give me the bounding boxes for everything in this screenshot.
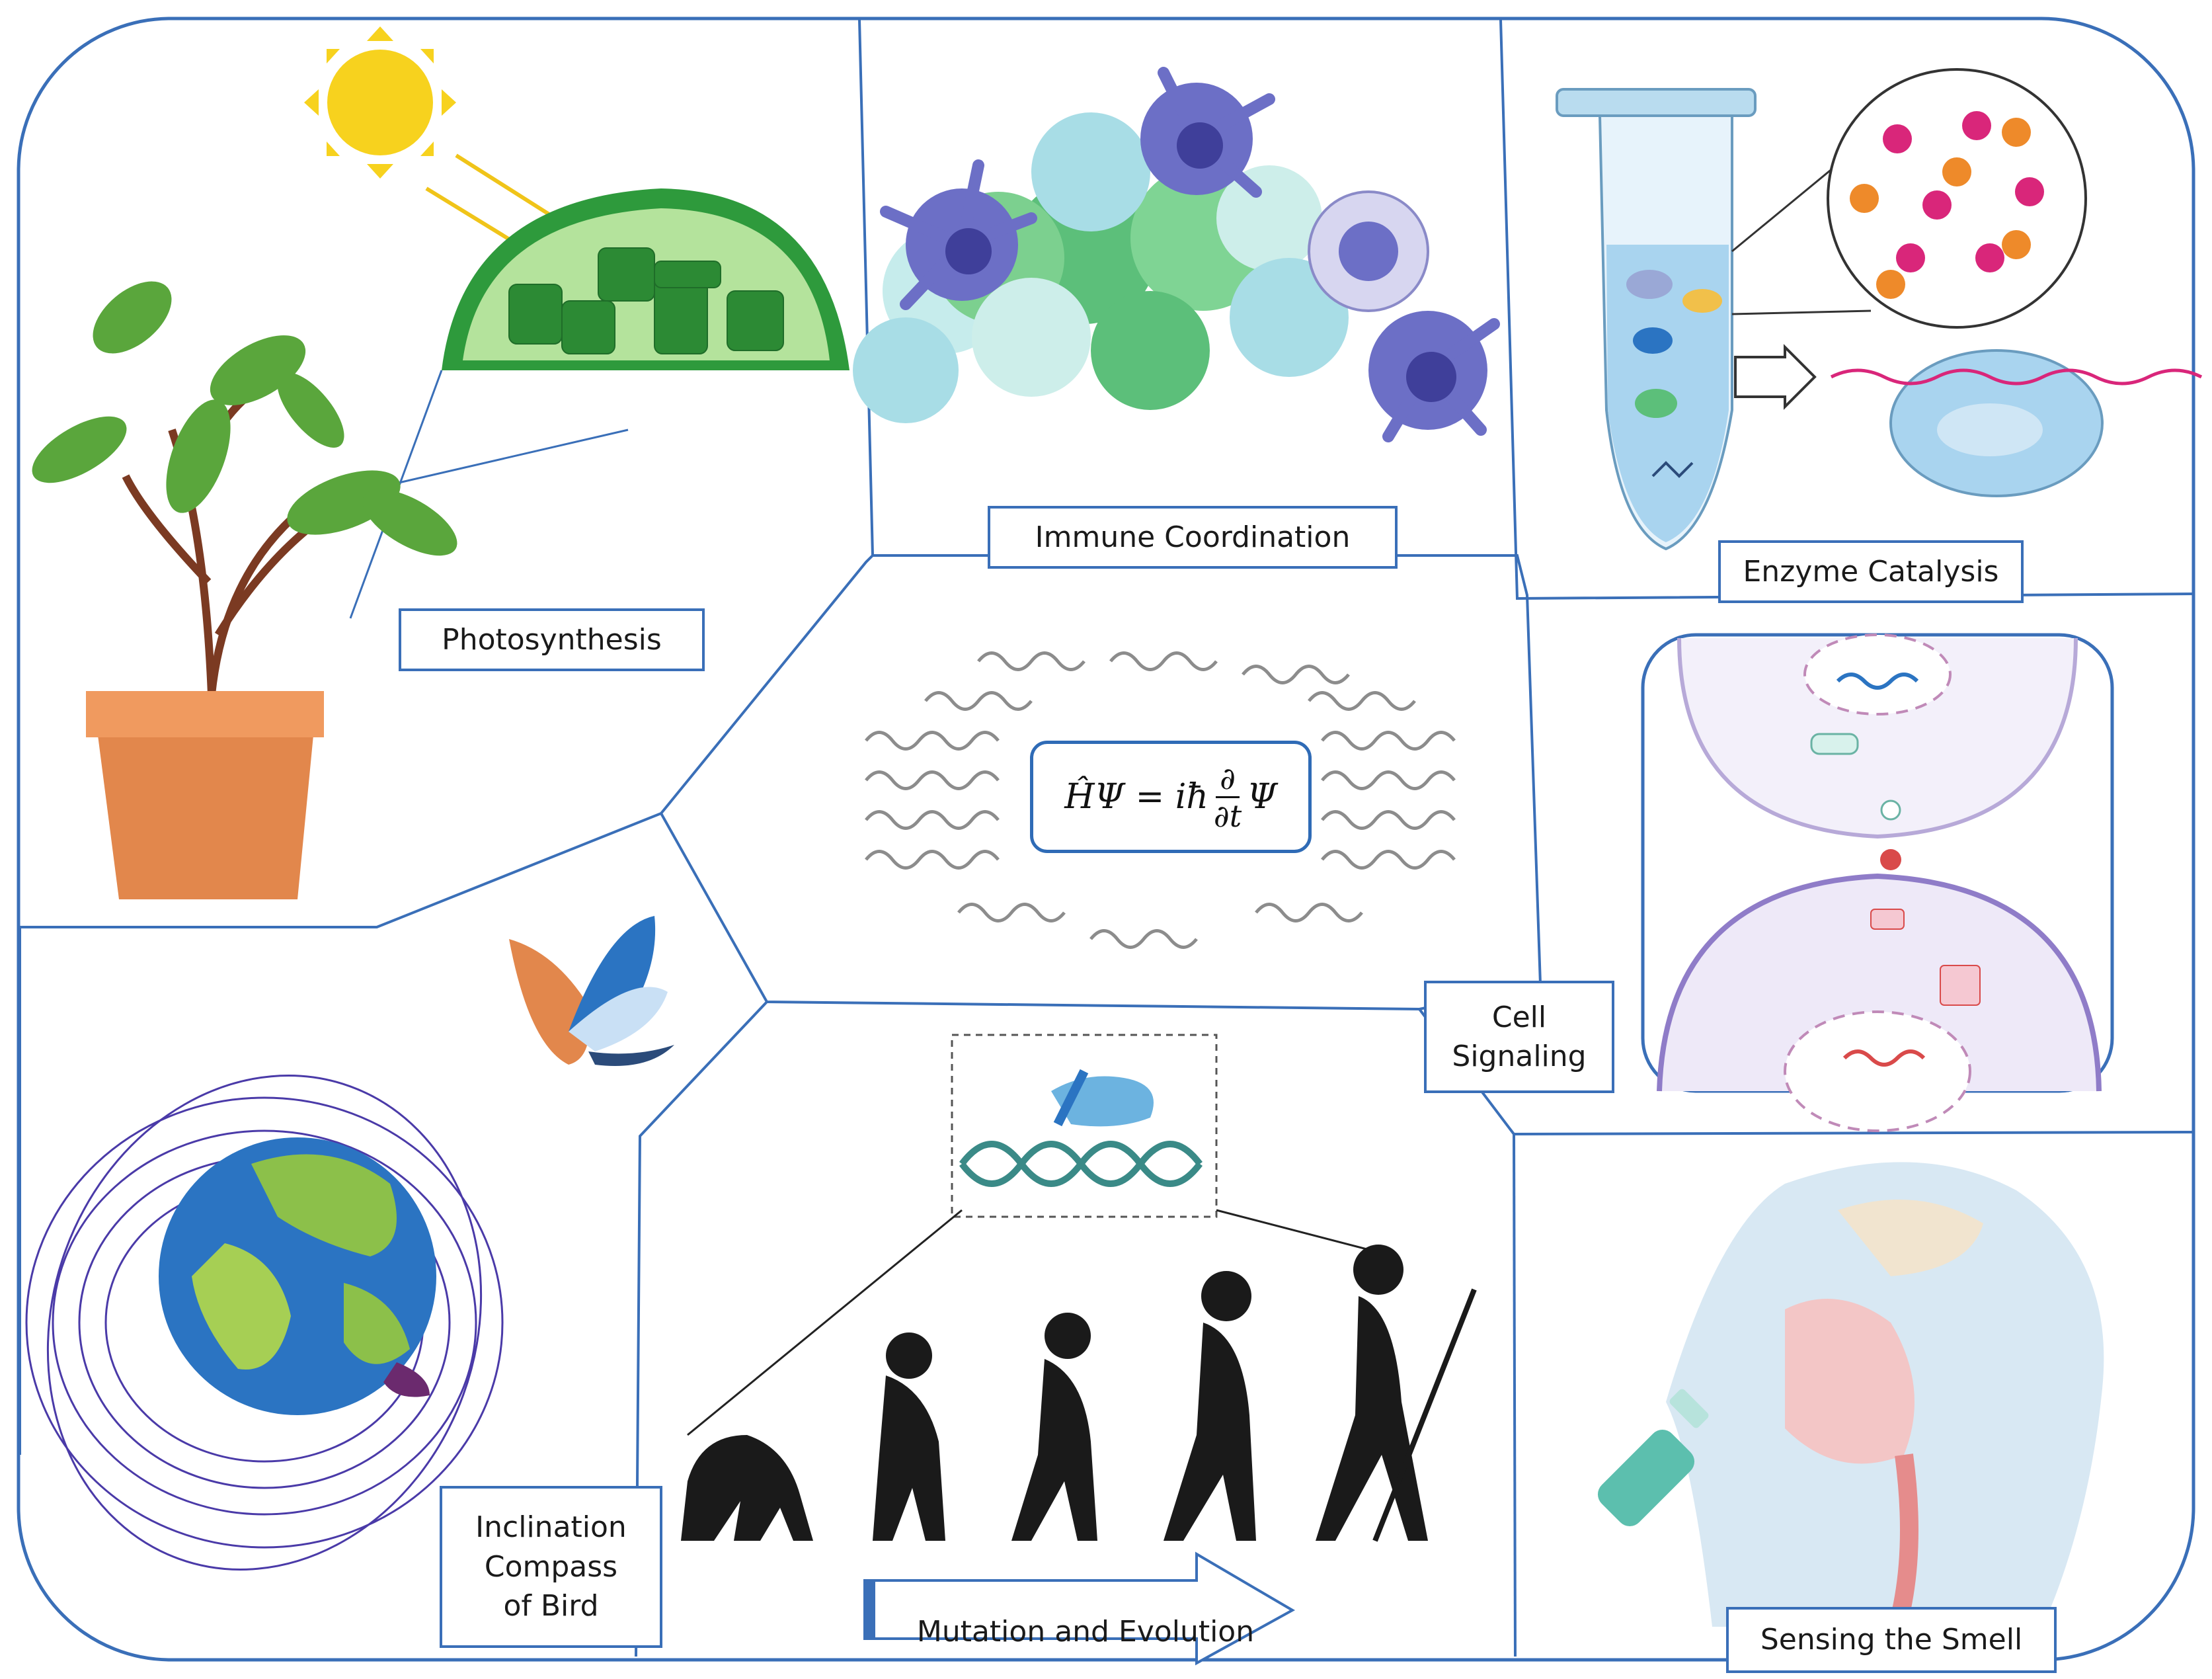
cell-signaling-icon	[1641, 633, 2114, 1132]
immune-cells-icon	[853, 67, 1500, 442]
evolution-arrow	[863, 1551, 1296, 1666]
schrodinger-equation: ĤΨ = iħ ∂ ∂t Ψ	[1030, 741, 1312, 853]
dna-icon	[959, 1141, 1203, 1187]
wave-pattern	[865, 651, 1456, 949]
hand-pen-icon	[1051, 1069, 1154, 1127]
chloroplast-icon	[442, 188, 849, 370]
sun-icon	[304, 26, 557, 253]
head-smell-icon	[1666, 1162, 2104, 1629]
plant-icon	[32, 281, 457, 899]
label-inclination-compass: Inclination Compass of Bird	[440, 1486, 662, 1648]
earth-icon	[159, 1137, 436, 1415]
label-immune-coordination: Immune Coordination	[988, 506, 1398, 569]
outer-frame	[17, 17, 2195, 1662]
arrow-right-icon	[1734, 344, 1817, 410]
equation-rhs: Ψ	[1247, 777, 1277, 817]
label-sensing-smell: Sensing the Smell	[1726, 1607, 2057, 1673]
bird-icon	[509, 916, 674, 1066]
equation-fraction: ∂ ∂t	[1214, 760, 1242, 834]
label-mutation-evolution: Mutation and Evolution	[916, 1614, 1255, 1649]
equation-denominator: ∂t	[1213, 798, 1242, 834]
label-enzyme-catalysis: Enzyme Catalysis	[1718, 540, 2024, 603]
human-evolution-silhouettes	[681, 1245, 1477, 1542]
test-tube-icon	[1556, 88, 1757, 551]
label-cell-signaling: Cell Signaling	[1424, 981, 1614, 1093]
nasal-spray-icon	[1597, 1389, 1709, 1527]
label-photosynthesis: Photosynthesis	[399, 608, 705, 671]
polymerase-icon	[1830, 349, 2203, 497]
dna-dashed-box	[951, 1034, 1218, 1218]
equation-lhs: ĤΨ = iħ	[1064, 777, 1208, 817]
enzyme-zoom-circle	[1827, 68, 2087, 329]
equation-numerator: ∂	[1216, 760, 1240, 798]
